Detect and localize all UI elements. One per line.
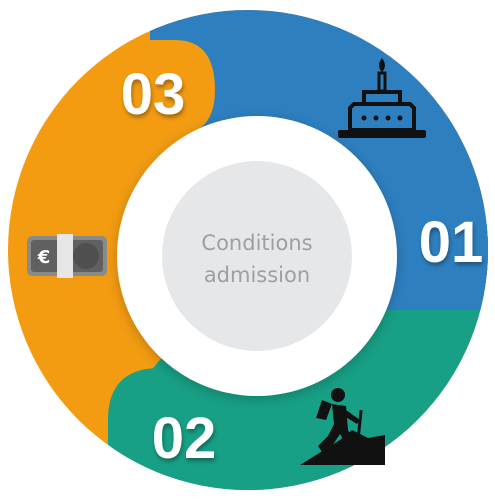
hiker-icon <box>300 388 385 465</box>
segment-02-number: 02 <box>152 406 217 471</box>
center-label-line1: Conditions <box>201 231 312 255</box>
currency-symbol: € <box>37 247 51 268</box>
money-icon: € <box>27 234 107 278</box>
segment-02-tab <box>108 368 330 490</box>
segment-01-number: 01 <box>419 210 484 275</box>
center-core <box>162 161 352 351</box>
segment-03-number: 03 <box>121 62 186 127</box>
center-label-line2: admission <box>204 263 310 287</box>
segment-03-tab <box>60 40 215 135</box>
birthday-cake-icon <box>338 58 426 138</box>
